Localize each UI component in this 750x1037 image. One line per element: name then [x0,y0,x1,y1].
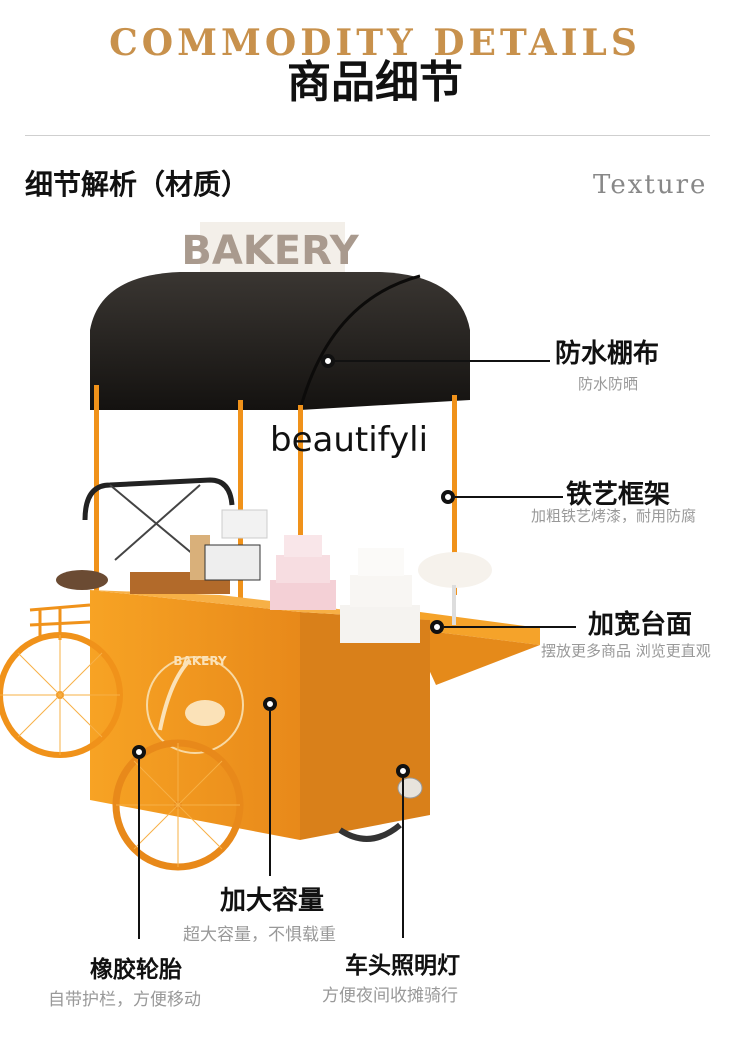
divider [25,135,710,136]
callout-line [269,711,271,876]
callout-sub-frame: 加粗铁艺烤漆，耐用防腐 [531,507,697,525]
callout-title-headlamp: 车头照明灯 [345,953,460,979]
hotspot-counter[interactable] [430,620,444,634]
callout-sub-capacity: 超大容量，不惧载重 [183,925,336,945]
callout-sub-canopy: 防水防晒 [578,375,639,393]
rear-wheel [112,739,244,871]
watermark: beautifyli [270,420,429,460]
canopy-sign-board [200,222,345,274]
callout-sub-headlamp: 方便夜间收摊骑行 [322,986,458,1006]
hotspot-frame[interactable] [441,490,455,504]
cart-body-side [300,612,430,840]
canopy [90,272,470,410]
header-chinese-title: 商品细节 [287,57,463,108]
callout-line [335,360,550,362]
callout-title-tires: 橡胶轮胎 [90,957,182,983]
callout-line [138,759,140,939]
callout-line [444,626,576,628]
hotspot-headlamp[interactable] [396,764,410,778]
callout-line [455,496,563,498]
section-subtitle: Texture [593,170,708,200]
canopy-sign-text: BAKERY [181,228,359,274]
callout-title-capacity: 加大容量 [220,886,325,916]
extended-counter [420,612,540,645]
cart-badge-text: BAKERY [173,654,227,668]
callout-title-frame: 铁艺框架 [566,480,671,510]
callout-sub-tires: 自带护栏，方便移动 [48,990,201,1010]
callout-line [402,778,404,938]
hotspot-tires[interactable] [132,745,146,759]
callout-title-canopy: 防水棚布 [555,339,660,369]
section-title: 细节解析（材质） [25,168,250,201]
hotspot-canopy[interactable] [321,354,335,368]
header-english-title: COMMODITY DETAILS [109,22,641,64]
front-wheel [0,632,123,758]
callout-title-counter: 加宽台面 [588,610,693,640]
callout-sub-counter: 摆放更多商品 浏览更直观 [541,642,711,660]
hotspot-capacity[interactable] [263,697,277,711]
